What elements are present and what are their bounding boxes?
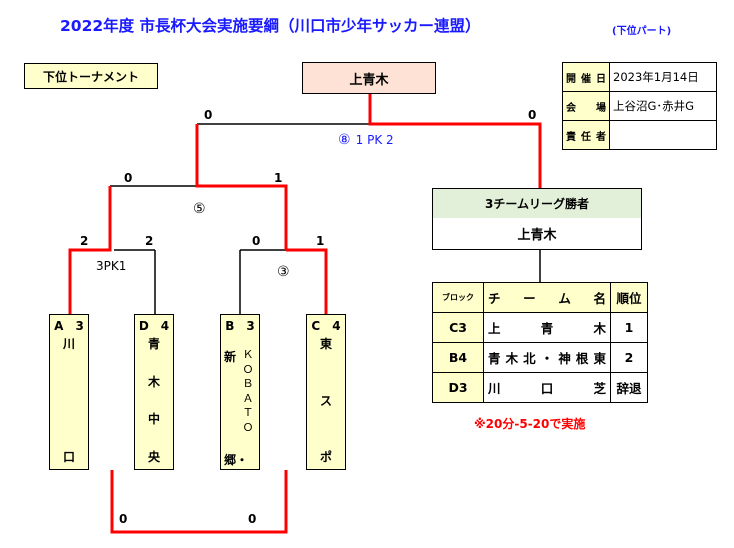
- team-char: ス: [319, 393, 332, 408]
- team-char-vertical: ＫＯＢＡＴＯ: [242, 348, 254, 434]
- standings-header-name: チ ー ム 名: [483, 282, 611, 313]
- standings-row: B4 青木北・神根東 2: [432, 342, 648, 373]
- standings-block: D3: [432, 372, 484, 403]
- win-line-qf-right: [286, 248, 328, 314]
- standings-header-row: ブロック チ ー ム 名 順位: [432, 282, 648, 313]
- team-char: 中: [147, 412, 160, 427]
- qf-left-pk-note: 3PK1: [96, 259, 127, 273]
- league-winner: 上青木: [432, 218, 642, 250]
- team-slot-c4: C 4 東 ス ポ: [306, 314, 346, 470]
- standings-rank: 辞退: [610, 372, 648, 403]
- team-name: 東 ス ポ: [307, 335, 345, 465]
- team-code: C 4: [311, 319, 341, 333]
- qf-left-right-score: 2: [145, 234, 154, 248]
- info-row-venue: 会場 上谷沼G･赤井G: [562, 91, 717, 121]
- team-slot-d4: D 4 青 木 中 央: [134, 314, 174, 470]
- standings-header-block: ブロック: [432, 282, 484, 313]
- win-line-semi: [195, 124, 288, 250]
- team-char: 口: [62, 450, 75, 464]
- standings-table: ブロック チ ー ム 名 順位 C3 上 青 木 1 B4 青木北・神根東 2 …: [432, 282, 648, 403]
- team-char: 東: [319, 337, 332, 351]
- page-subtitle: (下位パート): [612, 26, 672, 37]
- final-match-no: ⑧: [338, 132, 351, 148]
- final-right-score: 0: [528, 108, 537, 122]
- standings-rank: 1: [610, 312, 648, 343]
- team-char: 青: [147, 337, 160, 351]
- team-name: 青 木 中 央: [135, 335, 173, 465]
- semi-match-no: ⑤: [193, 201, 206, 217]
- team-code: A 3: [54, 319, 84, 333]
- team-char: 央: [147, 449, 160, 464]
- standings-row: C3 上 青 木 1: [432, 312, 648, 343]
- qf-right-match-no: ③: [277, 264, 290, 280]
- info-value: [609, 120, 717, 150]
- info-row-manager: 責任者: [562, 120, 717, 150]
- standings-row: D3 川 口 芝 辞退: [432, 372, 648, 403]
- final-winner-box: 上青木: [302, 62, 436, 94]
- win-line-bottom: [110, 470, 288, 534]
- team-char: 川: [62, 337, 75, 351]
- standings-team: 青木北・神根東: [483, 342, 611, 373]
- info-value: 2023年1月14日: [609, 62, 717, 92]
- team-char: 新: [224, 350, 237, 364]
- final-left-score: 0: [204, 108, 213, 122]
- team-slot-b3: B 3 新 ＫＯＢＡＴＯ 郷・: [220, 314, 260, 470]
- qf-right-left-score: 0: [252, 234, 261, 248]
- standings-header-rank: 順位: [610, 282, 648, 313]
- qf-right-right-score: 1: [316, 234, 325, 248]
- win-line-final: [368, 94, 542, 188]
- team-name: 川 口: [50, 335, 88, 465]
- standings-team: 川 口 芝: [483, 372, 611, 403]
- final-result: ⑧ 1 PK 2: [338, 129, 394, 148]
- bottom-left-score: 0: [119, 512, 128, 526]
- info-label: 会場: [562, 91, 610, 121]
- team-char: 木: [147, 374, 160, 389]
- semi-left-score: 0: [124, 171, 133, 185]
- info-value: 上谷沼G･赤井G: [609, 91, 717, 121]
- qf-left-left-score: 2: [80, 234, 89, 248]
- league-note: ※20分-5-20で実施: [474, 417, 586, 431]
- team-char: ポ: [319, 450, 332, 464]
- standings-rank: 2: [610, 342, 648, 373]
- league-title: 3チームリーグ勝者: [432, 188, 642, 219]
- semi-right-score: 1: [274, 171, 283, 185]
- team-code: B 3: [225, 319, 255, 333]
- standings-block: B4: [432, 342, 484, 373]
- standings-block: C3: [432, 312, 484, 343]
- bottom-right-score: 0: [248, 512, 257, 526]
- page-title: 2022年度 市長杯大会実施要綱（川口市少年サッカー連盟）: [60, 17, 481, 35]
- standings-team: 上 青 木: [483, 312, 611, 343]
- info-table: 開催日 2023年1月14日 会場 上谷沼G･赤井G 責任者: [562, 62, 717, 150]
- info-row-date: 開催日 2023年1月14日: [562, 62, 717, 92]
- win-line-qf-left: [68, 186, 112, 314]
- tournament-tag: 下位トーナメント: [24, 63, 158, 89]
- final-score-result: 1 PK 2: [355, 133, 394, 147]
- team-code: D 4: [138, 319, 170, 333]
- team-slot-a3: A 3 川 口: [49, 314, 89, 470]
- team-char: 郷・: [224, 453, 249, 467]
